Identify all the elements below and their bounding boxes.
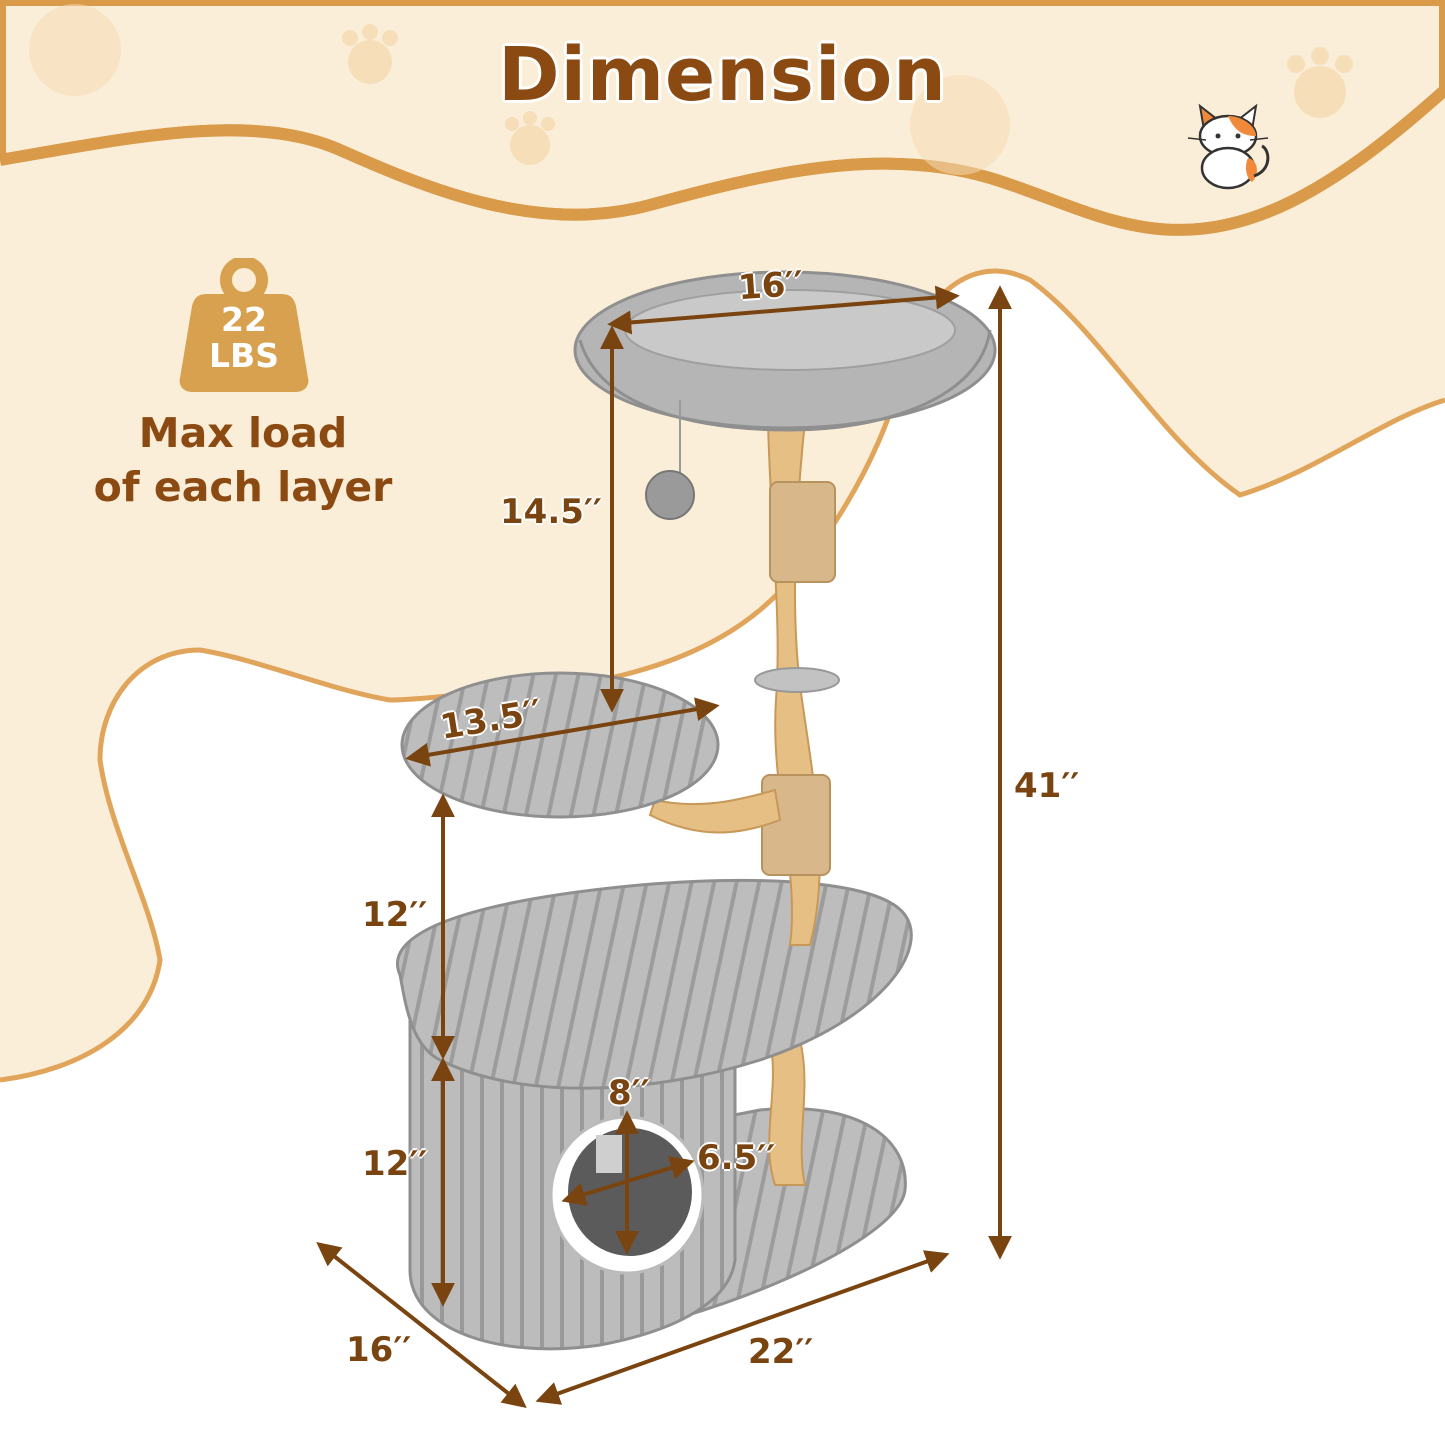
arrow-base-width [535,1250,950,1405]
weight-label: 22 LBS [178,302,310,374]
weight-icon [179,258,309,392]
hanging-ball-toy [645,470,695,520]
main-platform [396,878,913,1090]
weight-value: 22 [221,300,267,339]
top-wave-line [0,85,1445,236]
load-caption: Max load of each layer [78,406,408,514]
paw-icon [29,4,1353,175]
post-ring [754,667,840,693]
dim-base-depth: 16′′ [346,1330,412,1370]
dim-middle-to-base-height: 12′′ [362,895,428,935]
arrow-base-depth [316,1242,527,1408]
dim-top-perch-width: 16′′ [736,263,805,309]
dim-condo-door-height: 8′′ [608,1073,650,1113]
dim-condo-height: 12′′ [362,1144,428,1184]
dimension-lines [316,285,1012,1408]
cat-icon [1187,103,1270,190]
load-caption-line1: Max load [138,409,348,457]
cream-blob [0,90,1445,1080]
dim-top-to-middle-height: 14.5′′ [500,492,602,532]
sisal-rope-upper [769,481,836,583]
weight-unit: LBS [209,336,279,375]
dim-total-height: 41′′ [1014,766,1080,806]
page-title: Dimension [498,32,947,118]
arrow-middle-width [405,697,720,767]
branch-arm [648,788,782,834]
lower-post [768,1039,807,1186]
arrow-door-width [561,1156,695,1206]
load-caption-line2: of each layer [93,463,393,511]
dim-condo-door-width: 6.5′′ [697,1138,776,1178]
arrow-top-width [607,285,960,335]
dim-base-width: 22′′ [748,1332,814,1372]
